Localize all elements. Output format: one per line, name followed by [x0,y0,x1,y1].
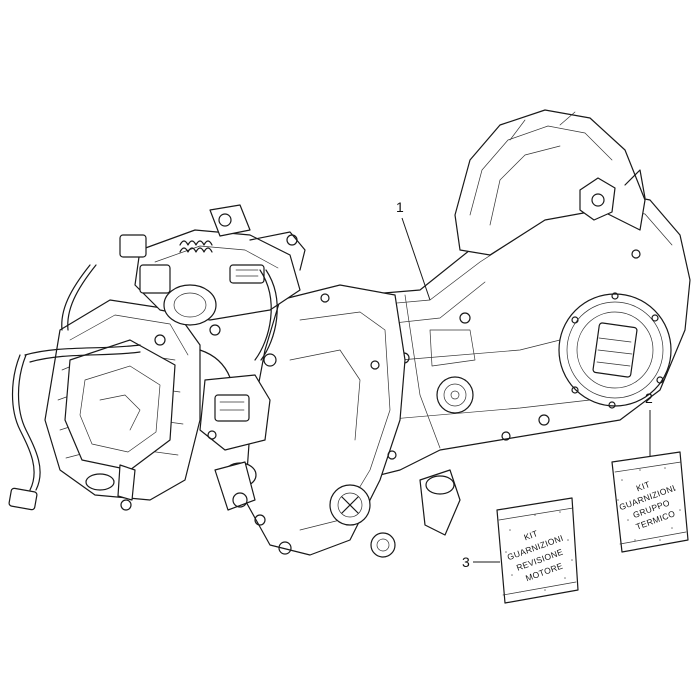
intake-cluster [119,204,306,346]
rear-round-cover [558,292,672,409]
wiring-harness [8,264,278,511]
callout-1: 1 [396,199,431,301]
callout-1-label: 1 [396,199,404,215]
variator-housing [454,109,646,256]
callout-1-leader [401,217,431,301]
bag-large-specks [505,511,573,593]
callout-2-label: 2 [645,390,653,406]
callout-3-label: 3 [462,554,470,570]
crankcase [244,284,461,558]
engine-assembly [8,109,691,558]
bag-small-line-1: KIT [635,479,652,493]
bag-small-specks [617,467,681,541]
starter-motor [199,353,277,511]
callout-2: 2 [645,390,653,457]
gasket-kit-engine-overhaul-bag: KIT GUARNIZIONI REVISIONE MOTORE [496,497,579,604]
callout-3: 3 [462,554,500,570]
gasket-kit-thermal-group-bag: KIT GUARNIZIONI GRUPPO TERMICO [611,451,689,553]
cylinder-head [44,299,201,511]
bag-large-line-1: KIT [522,528,539,542]
